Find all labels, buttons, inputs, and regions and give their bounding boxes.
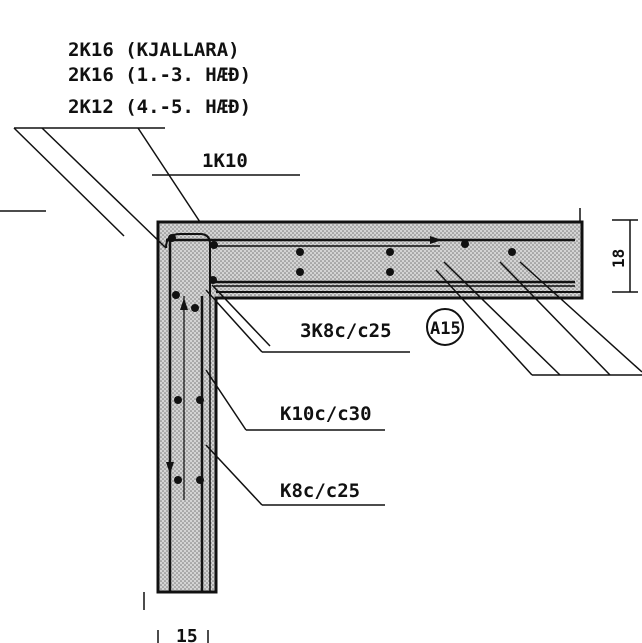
bar-dot bbox=[508, 248, 516, 256]
bar-dot bbox=[174, 476, 182, 484]
bar-dot bbox=[174, 396, 182, 404]
stirrup-slab-label: 3K8c/c25 bbox=[300, 320, 392, 342]
slab-thickness-label: 18 bbox=[609, 249, 628, 268]
concrete-section bbox=[156, 220, 584, 594]
leader-lines bbox=[0, 127, 642, 643]
arrow-head bbox=[430, 236, 442, 244]
beam-label-2: 2K16 (1.-3. HÆÐ) bbox=[68, 64, 251, 86]
wall-bars-label-1: K10c/c30 bbox=[280, 403, 372, 425]
arrow-head bbox=[180, 298, 188, 310]
slab-wall-concrete bbox=[156, 220, 584, 594]
bar-dot bbox=[172, 291, 180, 299]
bar-dot bbox=[210, 241, 218, 249]
bar-dot bbox=[296, 268, 304, 276]
bar-dot bbox=[191, 304, 199, 312]
bar-dot bbox=[196, 396, 204, 404]
wall-bars-label-2: K8c/c25 bbox=[280, 480, 360, 502]
bar-dot bbox=[296, 248, 304, 256]
bar-dot bbox=[209, 276, 217, 284]
reinforcement-bars bbox=[165, 233, 575, 592]
beam-label-3: 2K12 (4.-5. HÆÐ) bbox=[68, 96, 251, 118]
bar-dot bbox=[168, 234, 176, 242]
reference-tag-circle bbox=[426, 308, 464, 346]
bar-dot bbox=[196, 476, 204, 484]
arrow-head bbox=[166, 462, 174, 474]
bar-dot bbox=[386, 248, 394, 256]
bar-dot bbox=[461, 240, 469, 248]
reference-tag-label: A15 bbox=[430, 319, 461, 339]
corner-hook-bar bbox=[165, 233, 211, 296]
bar-dot bbox=[386, 268, 394, 276]
beam-label-1: 2K16 (KJALLARA) bbox=[68, 39, 240, 61]
top-bar-label: 1K10 bbox=[202, 150, 248, 172]
bar-sections bbox=[166, 234, 516, 484]
wall-thickness-label: 15 bbox=[176, 626, 198, 643]
